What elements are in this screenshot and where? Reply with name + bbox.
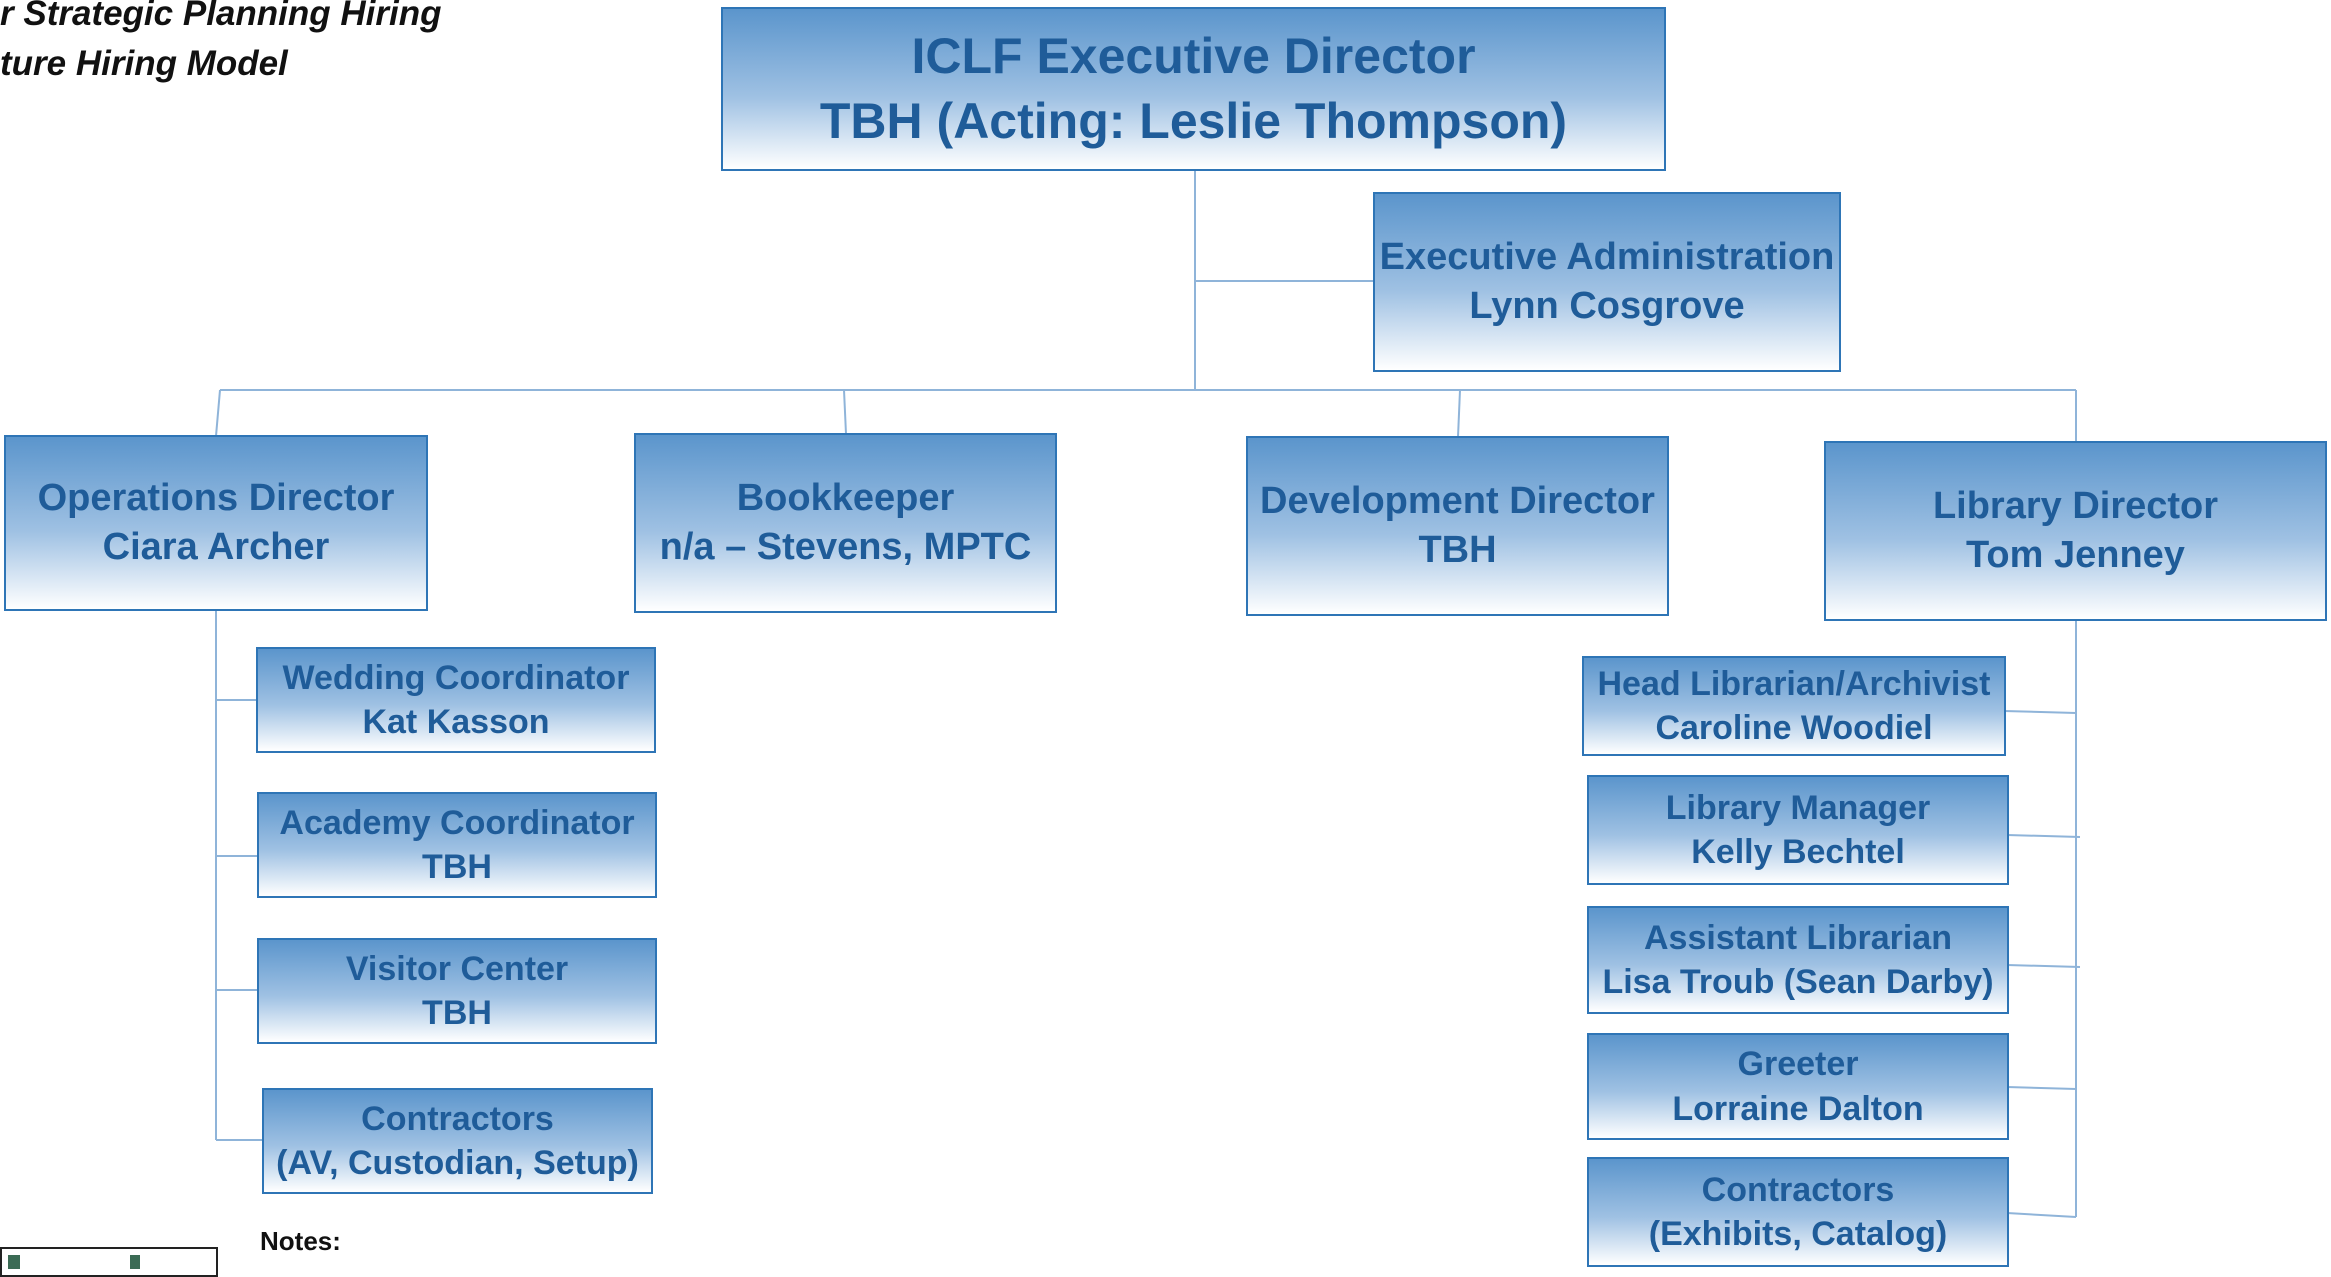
logo-image (0, 1247, 218, 1277)
node-development-director: Development Director TBH (1246, 436, 1669, 616)
node-name: Caroline Woodiel (1655, 709, 1933, 747)
connector-bookkeeper-drop (843, 389, 847, 435)
node-title: Assistant Librarian (1644, 918, 1952, 957)
node-title: Operations Director (37, 476, 395, 519)
node-name: TBH (Acting: Leslie Thompson) (819, 93, 1568, 149)
connector-greeter (2006, 1086, 2077, 1090)
header-line-2: ture Hiring Model (0, 44, 288, 83)
logo-mark-icon (8, 1255, 20, 1269)
node-operations-director: Operations Director Ciara Archer (4, 435, 428, 611)
node-name: Tom Jenney (1966, 534, 2185, 576)
node-name: TBH (422, 848, 492, 886)
node-name: Lisa Troub (Sean Darby) (1602, 963, 1994, 1001)
node-title: Executive Administration (1379, 235, 1835, 278)
node-greeter: Greeter Lorraine Dalton (1587, 1033, 2009, 1140)
node-name: Ciara Archer (102, 526, 330, 568)
node-title: Library Director (1932, 484, 2219, 527)
connector-ops-drop (215, 389, 221, 437)
node-title: Head Librarian/Archivist (1597, 664, 1991, 703)
node-executive-director: ICLF Executive Director TBH (Acting: Les… (721, 7, 1666, 171)
node-title: Contractors (1701, 1170, 1895, 1209)
node-title: Wedding Coordinator (282, 658, 630, 697)
node-title: ICLF Executive Director (911, 28, 1476, 84)
notes-label: Notes: (260, 1226, 341, 1256)
node-name: TBH (1418, 529, 1497, 571)
node-visitor-center: Visitor Center TBH (257, 938, 657, 1044)
node-title: Academy Coordinator (279, 803, 635, 842)
connector-head-librarian (2003, 710, 2077, 714)
node-academy-coordinator: Academy Coordinator TBH (257, 792, 657, 898)
node-name: Kelly Bechtel (1691, 833, 1905, 871)
node-head-librarian: Head Librarian/Archivist Caroline Woodie… (1582, 656, 2006, 756)
node-title: Library Manager (1665, 788, 1931, 827)
node-name: Lorraine Dalton (1672, 1089, 1924, 1128)
node-title: Greeter (1737, 1045, 1859, 1084)
node-title: Visitor Center (345, 949, 569, 988)
header-line-1: r Strategic Planning Hiring (0, 0, 442, 33)
node-name: (AV, Custodian, Setup) (276, 1144, 639, 1182)
connector-library-contractors (2006, 1212, 2077, 1218)
node-library-director: Library Director Tom Jenney (1824, 441, 2327, 621)
node-ops-contractors: Contractors (AV, Custodian, Setup) (262, 1088, 653, 1194)
node-name: Kat Kasson (362, 703, 550, 741)
node-name: TBH (422, 994, 492, 1032)
node-library-manager: Library Manager Kelly Bechtel (1587, 775, 2009, 885)
node-title: Development Director (1260, 479, 1655, 522)
node-title: Bookkeeper (736, 476, 955, 519)
node-name: (Exhibits, Catalog) (1648, 1215, 1948, 1253)
node-title: Contractors (361, 1099, 554, 1138)
node-library-contractors: Contractors (Exhibits, Catalog) (1587, 1157, 2009, 1267)
node-name: n/a – Stevens, MPTC (659, 526, 1032, 568)
logo-letter-icon (130, 1255, 140, 1269)
node-executive-administration: Executive Administration Lynn Cosgrove (1373, 192, 1841, 372)
node-name: Lynn Cosgrove (1469, 285, 1745, 327)
connector-development-drop (1457, 389, 1461, 438)
node-assistant-librarian: Assistant Librarian Lisa Troub (Sean Dar… (1587, 906, 2009, 1014)
connector-assistant-librarian (2006, 964, 2081, 968)
node-wedding-coordinator: Wedding Coordinator Kat Kasson (256, 647, 656, 753)
node-bookkeeper: Bookkeeper n/a – Stevens, MPTC (634, 433, 1057, 613)
connector-library-manager (2006, 834, 2081, 838)
